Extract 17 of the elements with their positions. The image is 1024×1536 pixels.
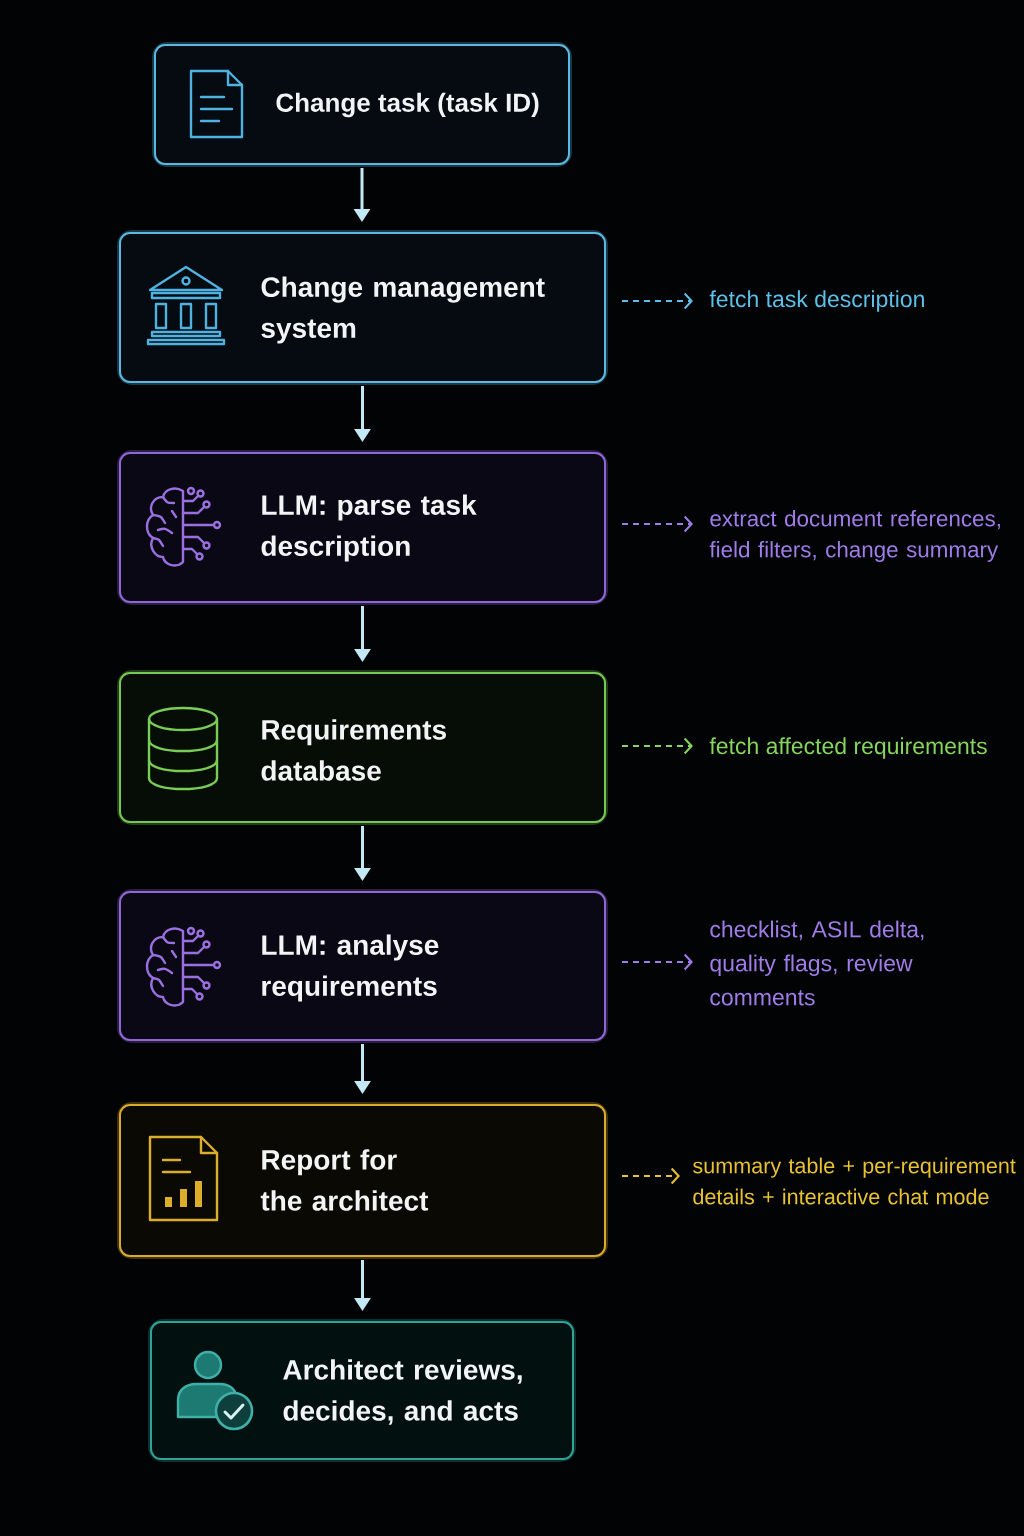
dashed-arrow [621, 953, 693, 971]
dashed-arrow [621, 515, 693, 533]
annotation: summary table + per-requirement details + interactive chat mode [693, 1157, 1016, 1205]
process-box: Change management system [117, 230, 608, 385]
process-box: LLM: parse task description [117, 450, 608, 605]
process-box: Architect reviews, decides, and acts [148, 1319, 576, 1462]
annotation: fetch task description [709, 290, 924, 312]
dashed-arrow [621, 292, 693, 310]
annotation: fetch affected requirements [709, 737, 987, 759]
process-box: Report for the architect [117, 1102, 608, 1259]
annotation: checklist, ASIL delta, quality flags, review comments [710, 920, 924, 1006]
dashed-arrow [621, 737, 693, 755]
process-box: Change task (task ID) [152, 42, 572, 167]
process-box: LLM: analyse requirements [117, 889, 608, 1043]
annotation: extract document references, field filters, change summary [709, 510, 1000, 562]
dashed-arrow [621, 1167, 680, 1185]
process-box: Requirements database [117, 670, 608, 825]
